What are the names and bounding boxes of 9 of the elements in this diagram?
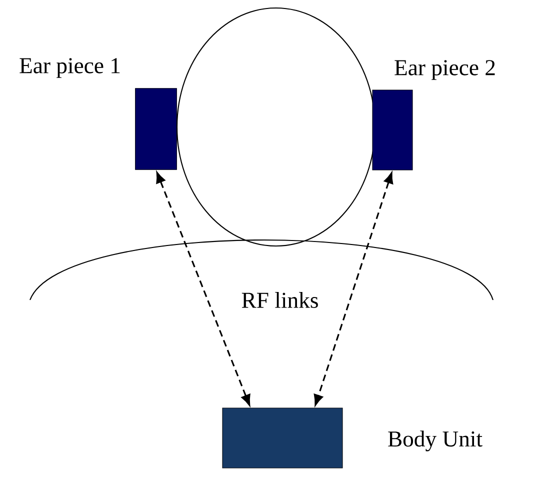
node-label: Ear piece 1 bbox=[20, 58, 120, 78]
arrow bbox=[314, 172, 394, 406]
arrow bbox=[156, 172, 250, 406]
earpiece-box: Ear piece 1 bbox=[20, 58, 177, 170]
node-caption: Body Unit bbox=[388, 430, 482, 452]
body-unit-box bbox=[222, 408, 343, 468]
earpiece-box: Ear piece 2 bbox=[372, 60, 495, 170]
link-label: RF links bbox=[240, 290, 320, 310]
node-label: Ear piece 2 bbox=[394, 60, 495, 80]
